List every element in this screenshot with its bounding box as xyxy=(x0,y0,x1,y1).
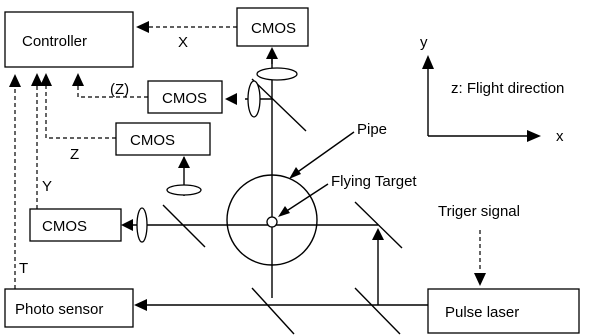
cmos-left-box xyxy=(29,208,122,242)
axis-z-note: z: Flight direction xyxy=(451,80,564,97)
pipe-pointer xyxy=(291,131,355,177)
signal-z-paren-label: (Z) xyxy=(110,81,129,98)
cmos-top-arrow xyxy=(266,47,278,59)
axis-x-arrow xyxy=(527,130,541,142)
controller-box xyxy=(4,11,134,68)
laser-up-arrow xyxy=(372,228,384,240)
cmos-left-arrow xyxy=(121,219,133,231)
flying-target-pointer-head xyxy=(278,206,290,217)
cmos-low-label: CMOS xyxy=(130,132,175,149)
flying-target-label: Flying Target xyxy=(331,173,417,190)
signal-z-paren-arrow xyxy=(72,73,84,86)
pipe-label: Pipe xyxy=(357,121,387,138)
axes-legend xyxy=(422,55,541,142)
cmos-top-box xyxy=(236,7,309,47)
pulse-laser-box xyxy=(427,288,580,334)
lens-top xyxy=(256,67,298,81)
flying-target-pointer xyxy=(281,183,329,215)
signal-z-arrow xyxy=(40,73,52,86)
trigger-signal-label: Triger signal xyxy=(438,203,520,220)
axis-x-label: x xyxy=(556,128,564,145)
mirrors xyxy=(162,78,403,335)
cmos-mid-arrow xyxy=(225,93,237,105)
cmos-low-box xyxy=(115,122,211,156)
pipe-pointer-head xyxy=(289,167,301,179)
trigger-arrow xyxy=(474,273,486,286)
axis-y-arrow xyxy=(422,55,434,69)
cmos-left-label: CMOS xyxy=(42,218,87,235)
lens-low xyxy=(166,184,202,196)
signal-y-label: Y xyxy=(42,178,52,195)
signal-x-arrow xyxy=(136,21,149,33)
photo-sensor-box xyxy=(4,288,134,328)
axis-y-label: y xyxy=(420,34,428,51)
photo-sensor-arrow xyxy=(134,299,147,311)
flying-target-dot xyxy=(266,216,278,228)
signal-y-arrow xyxy=(31,73,43,86)
cmos-low-arrow xyxy=(178,156,190,168)
signal-t-arrow xyxy=(9,74,21,87)
lens-mid xyxy=(247,80,261,118)
signal-lines xyxy=(14,26,481,289)
pulse-laser-label: Pulse laser xyxy=(445,304,519,321)
controller-label: Controller xyxy=(22,33,87,50)
pipe-circle xyxy=(226,174,318,266)
cmos-top-label: CMOS xyxy=(251,20,296,37)
photo-sensor-label: Photo sensor xyxy=(15,301,103,318)
signal-t-label: T xyxy=(19,260,28,277)
cmos-mid-label: CMOS xyxy=(162,90,207,107)
cmos-mid-box xyxy=(147,80,223,114)
signal-x-label: X xyxy=(178,34,188,51)
lens-left xyxy=(136,207,148,243)
signal-z-label: Z xyxy=(70,146,79,163)
